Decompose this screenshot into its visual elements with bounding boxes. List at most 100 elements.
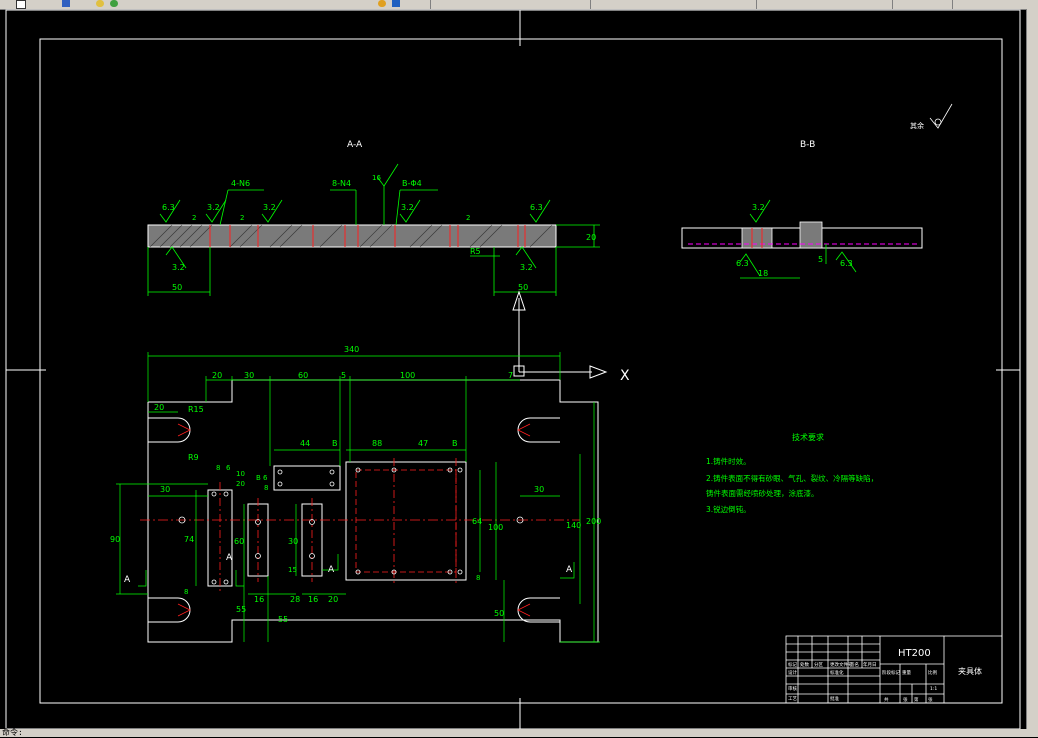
finish-note: 其余 bbox=[910, 103, 953, 130]
plan-view: X bbox=[110, 290, 630, 643]
svg-text:6.3: 6.3 bbox=[530, 203, 543, 212]
svg-text:签名: 签名 bbox=[850, 661, 859, 668]
svg-text:10: 10 bbox=[236, 470, 245, 478]
svg-text:20: 20 bbox=[328, 595, 338, 604]
svg-text:年月日: 年月日 bbox=[863, 661, 877, 668]
svg-text:第: 第 bbox=[914, 696, 919, 703]
svg-text:100: 100 bbox=[400, 371, 415, 380]
svg-text:60: 60 bbox=[234, 537, 244, 546]
svg-text:A: A bbox=[124, 575, 131, 585]
section-marks: A A A A bbox=[124, 553, 573, 585]
svg-text:1:1: 1:1 bbox=[930, 686, 937, 692]
svg-text:B-Φ4: B-Φ4 bbox=[402, 179, 422, 188]
sun-icon[interactable] bbox=[378, 0, 386, 7]
svg-text:18: 18 bbox=[758, 269, 768, 278]
command-prompt: 命令: bbox=[2, 728, 23, 737]
svg-text:R15: R15 bbox=[188, 405, 204, 414]
svg-text:28: 28 bbox=[290, 595, 300, 604]
svg-text:60: 60 bbox=[298, 371, 308, 380]
svg-text:15: 15 bbox=[288, 566, 297, 574]
svg-text:100: 100 bbox=[488, 523, 503, 532]
svg-text:审核: 审核 bbox=[788, 685, 797, 692]
svg-text:5: 5 bbox=[341, 371, 346, 380]
svg-text:技术要求: 技术要求 bbox=[792, 432, 824, 442]
svg-text:74: 74 bbox=[184, 535, 194, 544]
svg-text:6.3: 6.3 bbox=[162, 203, 175, 212]
svg-text:3.2: 3.2 bbox=[401, 203, 414, 212]
svg-text:阶段标记: 阶段标记 bbox=[882, 669, 900, 676]
svg-text:30: 30 bbox=[534, 485, 544, 494]
svg-text:R5: R5 bbox=[470, 247, 481, 256]
svg-text:30: 30 bbox=[288, 537, 298, 546]
match-icon[interactable] bbox=[392, 0, 400, 7]
svg-text:44: 44 bbox=[300, 439, 310, 448]
svg-text:7: 7 bbox=[508, 371, 513, 380]
bulb-icon[interactable] bbox=[96, 0, 104, 7]
technical-requirements: 技术要求 1.铸件时效。 2.铸件表面不得有砂眼、气孔、裂纹、冷隔等缺陷， 铸件… bbox=[706, 432, 878, 514]
svg-text:3.2: 3.2 bbox=[172, 263, 185, 272]
svg-text:50: 50 bbox=[518, 283, 528, 292]
material-label: HT200 bbox=[898, 648, 931, 659]
svg-text:A: A bbox=[566, 565, 573, 575]
svg-text:工艺: 工艺 bbox=[788, 696, 797, 702]
svg-text:140: 140 bbox=[566, 521, 581, 530]
section-aa-labels: 6.3 3.2 4-N6 3.2 8-N4 16 B-Φ4 3.2 6.3 20… bbox=[162, 174, 596, 292]
svg-text:其余: 其余 bbox=[910, 121, 924, 130]
svg-text:20: 20 bbox=[212, 371, 222, 380]
svg-text:A: A bbox=[226, 553, 233, 563]
drawing-border bbox=[39, 38, 1003, 704]
svg-text:6.3: 6.3 bbox=[840, 259, 853, 268]
plan-dimensions: 340 20 30 60 5 100 7 20 R15 R9 8 6 44 B … bbox=[110, 345, 601, 624]
svg-text:16: 16 bbox=[254, 595, 264, 604]
axis-x-label: X bbox=[620, 368, 630, 384]
section-bb-view: B-B 3.2 6.3 18 5 6.3 bbox=[681, 140, 923, 279]
svg-text:分区: 分区 bbox=[814, 661, 823, 668]
svg-text:3.2: 3.2 bbox=[207, 203, 220, 212]
color-icon[interactable] bbox=[110, 0, 118, 7]
svg-text:设计: 设计 bbox=[788, 669, 797, 676]
svg-text:20: 20 bbox=[586, 233, 596, 242]
command-line[interactable]: 命令: bbox=[0, 728, 1038, 737]
section-bb-title: B-B bbox=[800, 140, 815, 150]
svg-text:30: 30 bbox=[160, 485, 170, 494]
svg-text:比例: 比例 bbox=[928, 669, 937, 676]
svg-text:8: 8 bbox=[184, 588, 188, 596]
layer-icon[interactable] bbox=[62, 0, 70, 7]
part-name: 夹具体 bbox=[958, 666, 982, 676]
svg-text:2: 2 bbox=[192, 214, 196, 222]
svg-text:30: 30 bbox=[244, 371, 254, 380]
svg-text:共: 共 bbox=[884, 696, 889, 703]
svg-text:3.2: 3.2 bbox=[520, 263, 533, 272]
svg-text:6.3: 6.3 bbox=[736, 259, 749, 268]
svg-text:16: 16 bbox=[308, 595, 318, 604]
svg-text:R9: R9 bbox=[188, 453, 199, 462]
drawing-canvas[interactable]: A-A 6.3 bbox=[0, 9, 1026, 729]
svg-text:90: 90 bbox=[110, 535, 120, 544]
svg-text:批准: 批准 bbox=[830, 695, 839, 702]
svg-text:标记: 标记 bbox=[788, 661, 797, 668]
svg-text:铸件表面需经喷砂处理，涂底漆。: 铸件表面需经喷砂处理，涂底漆。 bbox=[706, 488, 819, 498]
document-icon[interactable] bbox=[16, 0, 26, 9]
svg-text:200: 200 bbox=[586, 517, 601, 526]
svg-text:处数: 处数 bbox=[800, 661, 809, 668]
svg-text:6: 6 bbox=[226, 464, 231, 472]
svg-text:8-N4: 8-N4 bbox=[332, 179, 351, 188]
plate-outline bbox=[147, 379, 599, 643]
svg-text:2: 2 bbox=[240, 214, 244, 222]
svg-text:重量: 重量 bbox=[902, 669, 911, 676]
svg-text:2: 2 bbox=[466, 214, 470, 222]
section-aa-view: A-A 6.3 bbox=[147, 140, 600, 296]
svg-text:20: 20 bbox=[154, 403, 164, 412]
svg-text:3.2: 3.2 bbox=[263, 203, 276, 212]
vertical-scrollbar[interactable] bbox=[1026, 9, 1038, 729]
section-aa-title: A-A bbox=[347, 140, 363, 150]
svg-text:64: 64 bbox=[472, 517, 482, 526]
svg-text:A: A bbox=[328, 565, 335, 575]
drawing-outer-frame bbox=[5, 9, 1021, 729]
svg-text:55: 55 bbox=[278, 615, 288, 624]
svg-text:4-N6: 4-N6 bbox=[231, 179, 250, 188]
svg-text:B: B bbox=[332, 439, 338, 448]
svg-text:8: 8 bbox=[216, 464, 220, 472]
svg-text:2.铸件表面不得有砂眼、气孔、裂纹、冷隔等缺陷，: 2.铸件表面不得有砂眼、气孔、裂纹、冷隔等缺陷， bbox=[706, 473, 878, 483]
svg-text:更改文件号: 更改文件号 bbox=[830, 661, 853, 668]
